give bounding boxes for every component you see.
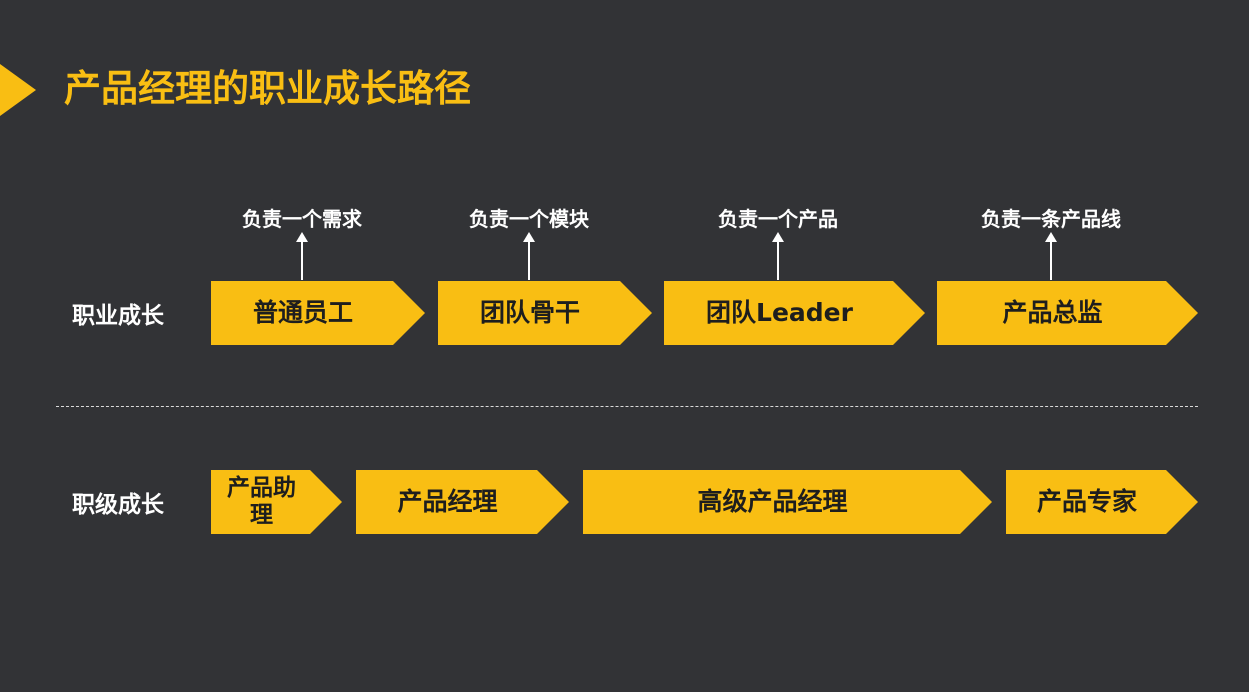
grade-step: 高级产品经理 [583,470,992,534]
career-step: 团队Leader [664,281,925,345]
grade-step: 产品助理 [211,470,342,534]
career-step: 产品总监 [937,281,1198,345]
grade-step-label: 产品专家 [1036,487,1137,516]
responsibility-label: 负责一个模块 [469,207,589,231]
career-step-label: 团队骨干 [479,298,580,327]
dashed-divider [56,406,1198,407]
responsibility-label: 负责一个产品 [718,207,838,231]
responsibility-label: 负责一个需求 [242,207,362,231]
up-arrow-icon [1045,232,1057,280]
grade-row-label: 职级成长 [72,492,164,518]
career-step: 普通员工 [211,281,425,345]
career-row-label: 职业成长 [72,303,164,329]
grade-step: 产品经理 [356,470,569,534]
grade-step: 产品专家 [1006,470,1198,534]
grade-step-label: 产品经理 [397,487,498,516]
page-title: 产品经理的职业成长路径 [64,67,471,110]
career-step: 团队骨干 [438,281,652,345]
up-arrow-icon [296,232,308,280]
responsibility-label: 负责一条产品线 [981,207,1121,231]
up-arrow-icon [523,232,535,280]
career-step-label: 团队Leader [706,298,853,327]
up-arrow-icon [772,232,784,280]
grade-step-label: 产品助理 [227,475,296,528]
career-step-label: 产品总监 [1002,298,1103,327]
title-marker-icon [0,64,36,116]
career-step-label: 普通员工 [252,298,353,327]
grade-step-label: 高级产品经理 [697,487,848,516]
